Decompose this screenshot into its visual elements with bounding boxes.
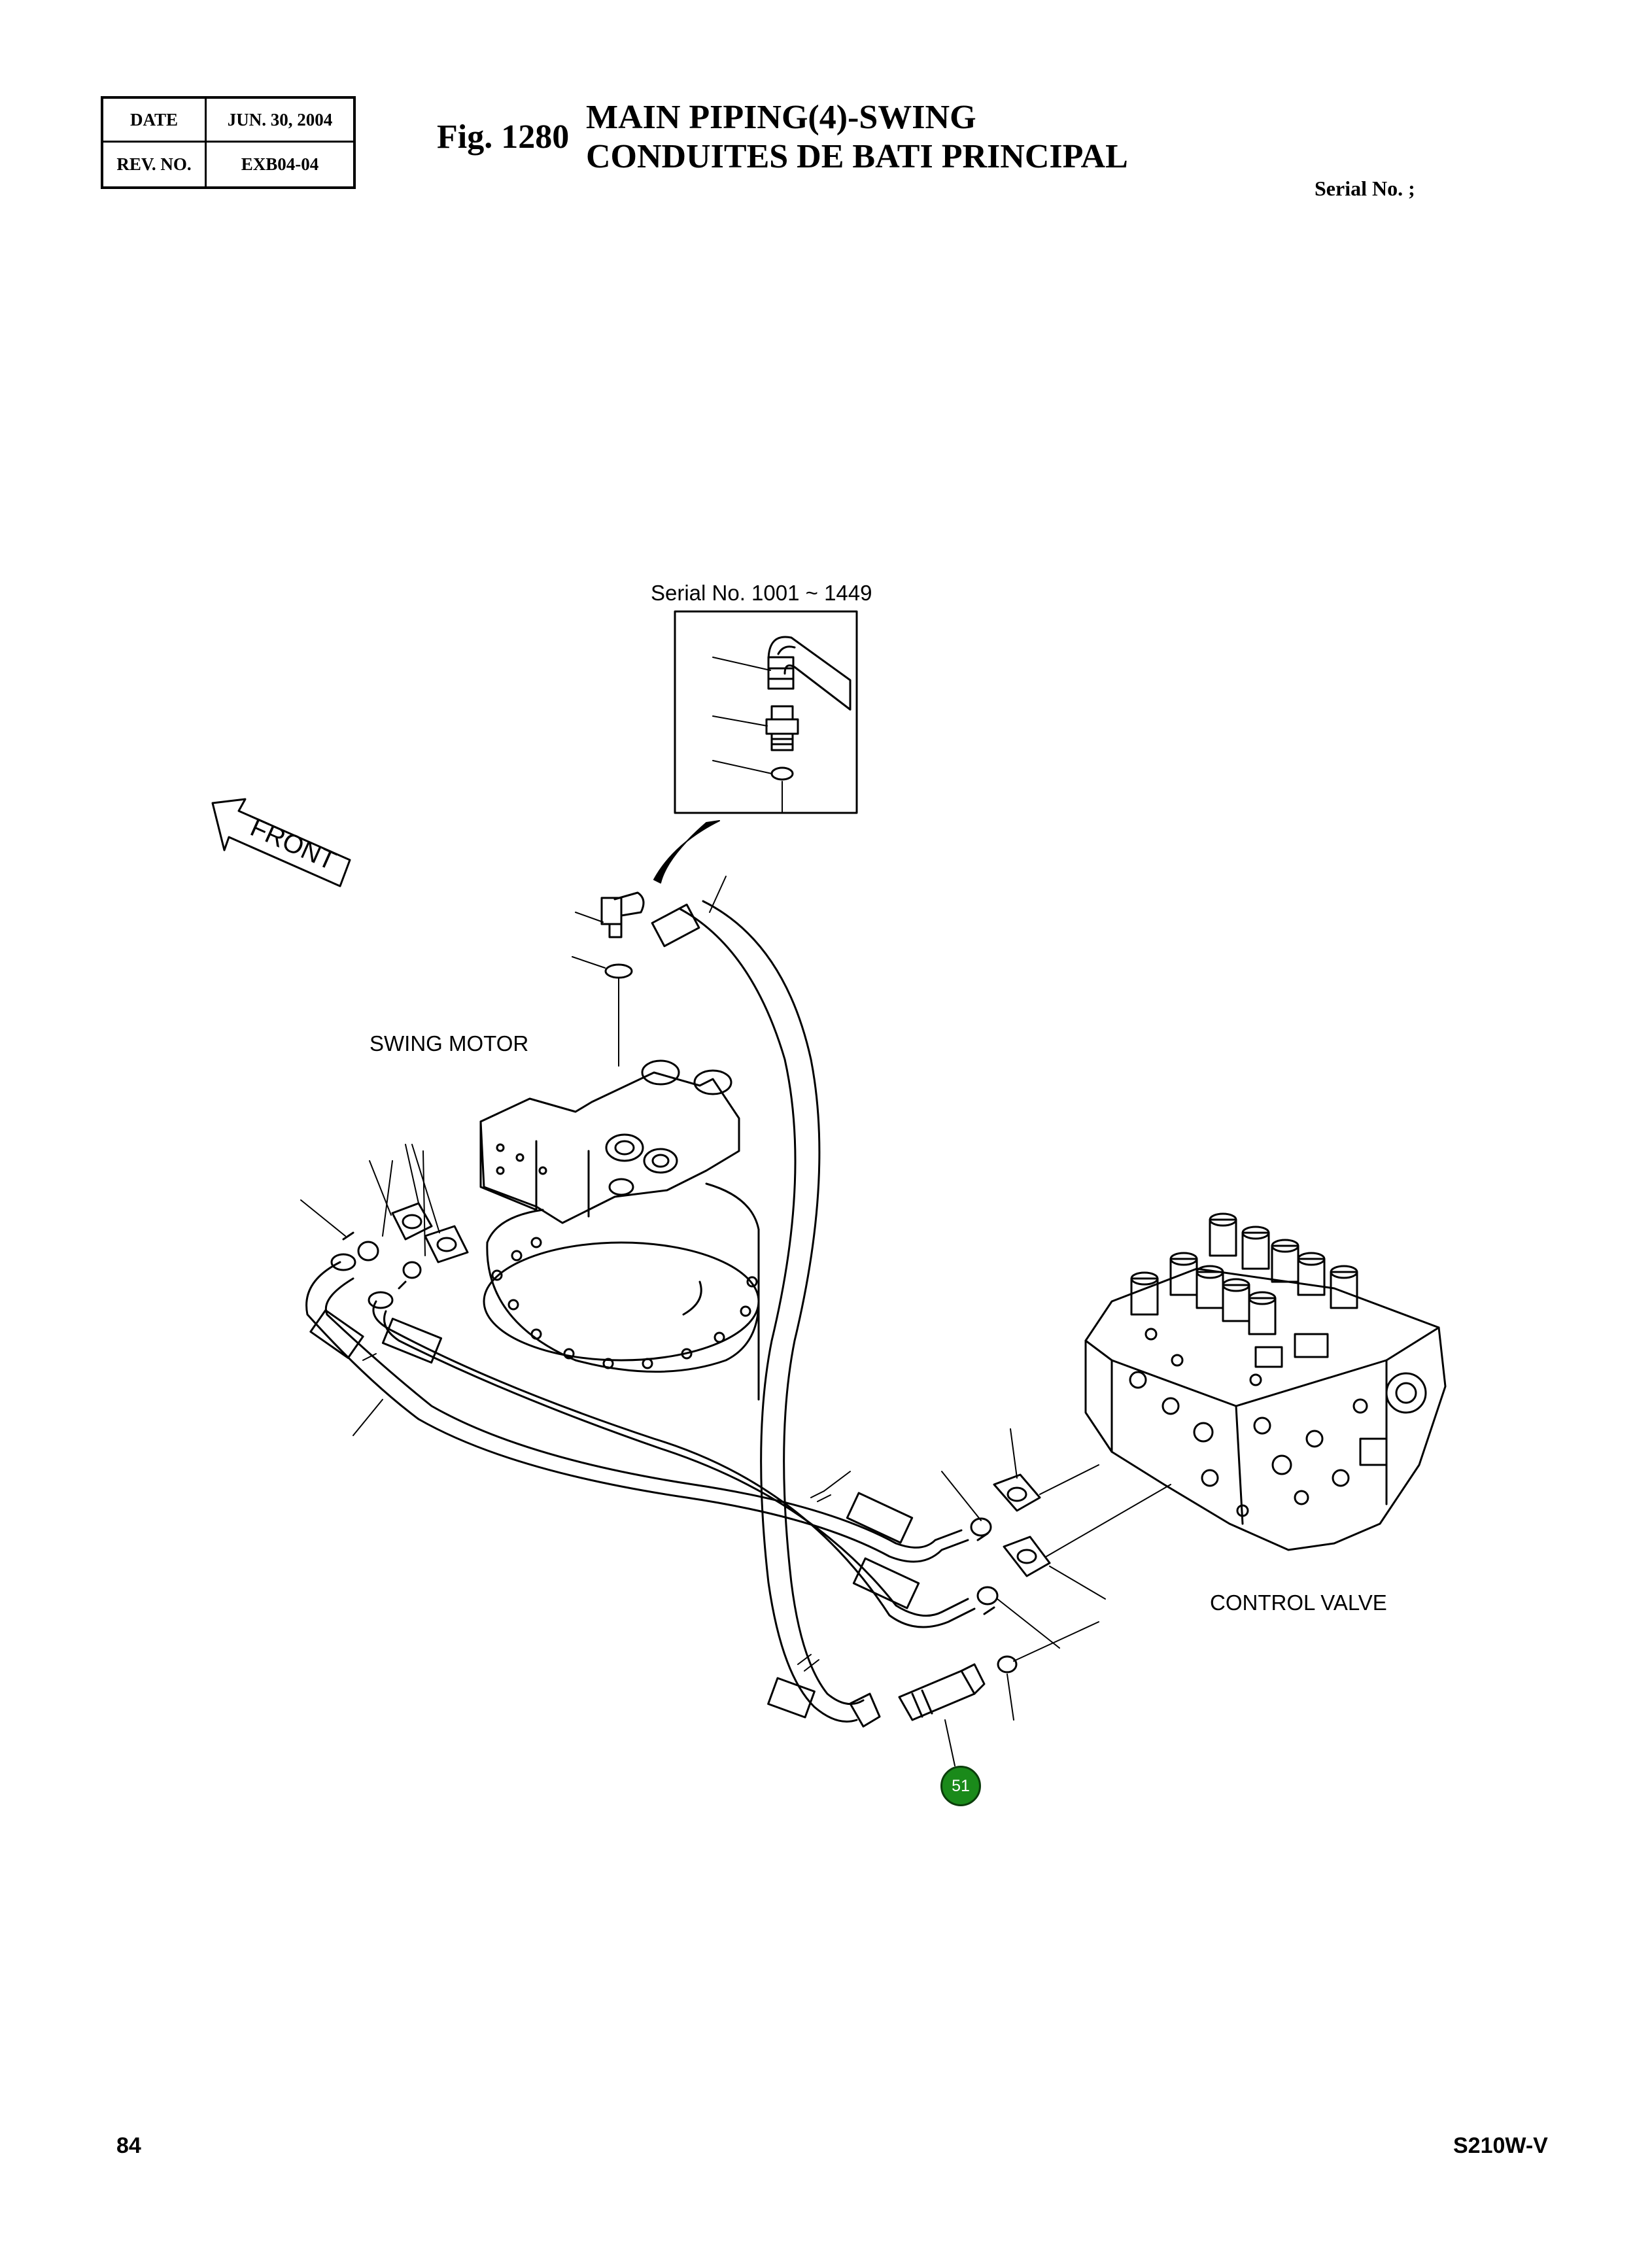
title-english: MAIN PIPING(4)-SWING — [586, 99, 976, 136]
control-valve — [1084, 1212, 1447, 1551]
page-number: 84 — [116, 2133, 141, 2158]
swing-pipes — [305, 1253, 976, 1628]
title-french: CONDUITES DE BATI PRINCIPAL — [586, 138, 1128, 175]
model-name: S210W-V — [1453, 2133, 1548, 2158]
date-label: DATE — [103, 99, 207, 143]
rev-value: EXB04-04 — [241, 154, 319, 174]
part-callout-51[interactable]: 51 — [940, 1766, 981, 1806]
valve-flanges — [941, 1428, 1171, 1721]
elbow-fitting — [572, 891, 645, 1067]
long-hose — [651, 876, 881, 1728]
swing-motor-label: SWING MOTOR — [370, 1031, 529, 1056]
inset-detail — [674, 610, 858, 814]
control-valve-label: CONTROL VALVE — [1210, 1590, 1387, 1615]
inset-serial-range-label: Serial No. 1001 ~ 1449 — [651, 581, 872, 605]
front-arrow — [211, 798, 351, 887]
motor-flanges — [300, 1144, 469, 1290]
swing-motor — [479, 1059, 760, 1401]
rev-label: REV. NO. — [103, 143, 207, 186]
revision-info-table: DATE JUN. 30, 2004 REV. NO. EXB04-04 — [101, 96, 356, 189]
serial-number-label: Serial No. ; — [1315, 177, 1415, 200]
adapter-part-51 — [898, 1663, 986, 1766]
date-value: JUN. 30, 2004 — [207, 99, 353, 143]
figure-number: Fig. 1280 — [437, 118, 570, 156]
